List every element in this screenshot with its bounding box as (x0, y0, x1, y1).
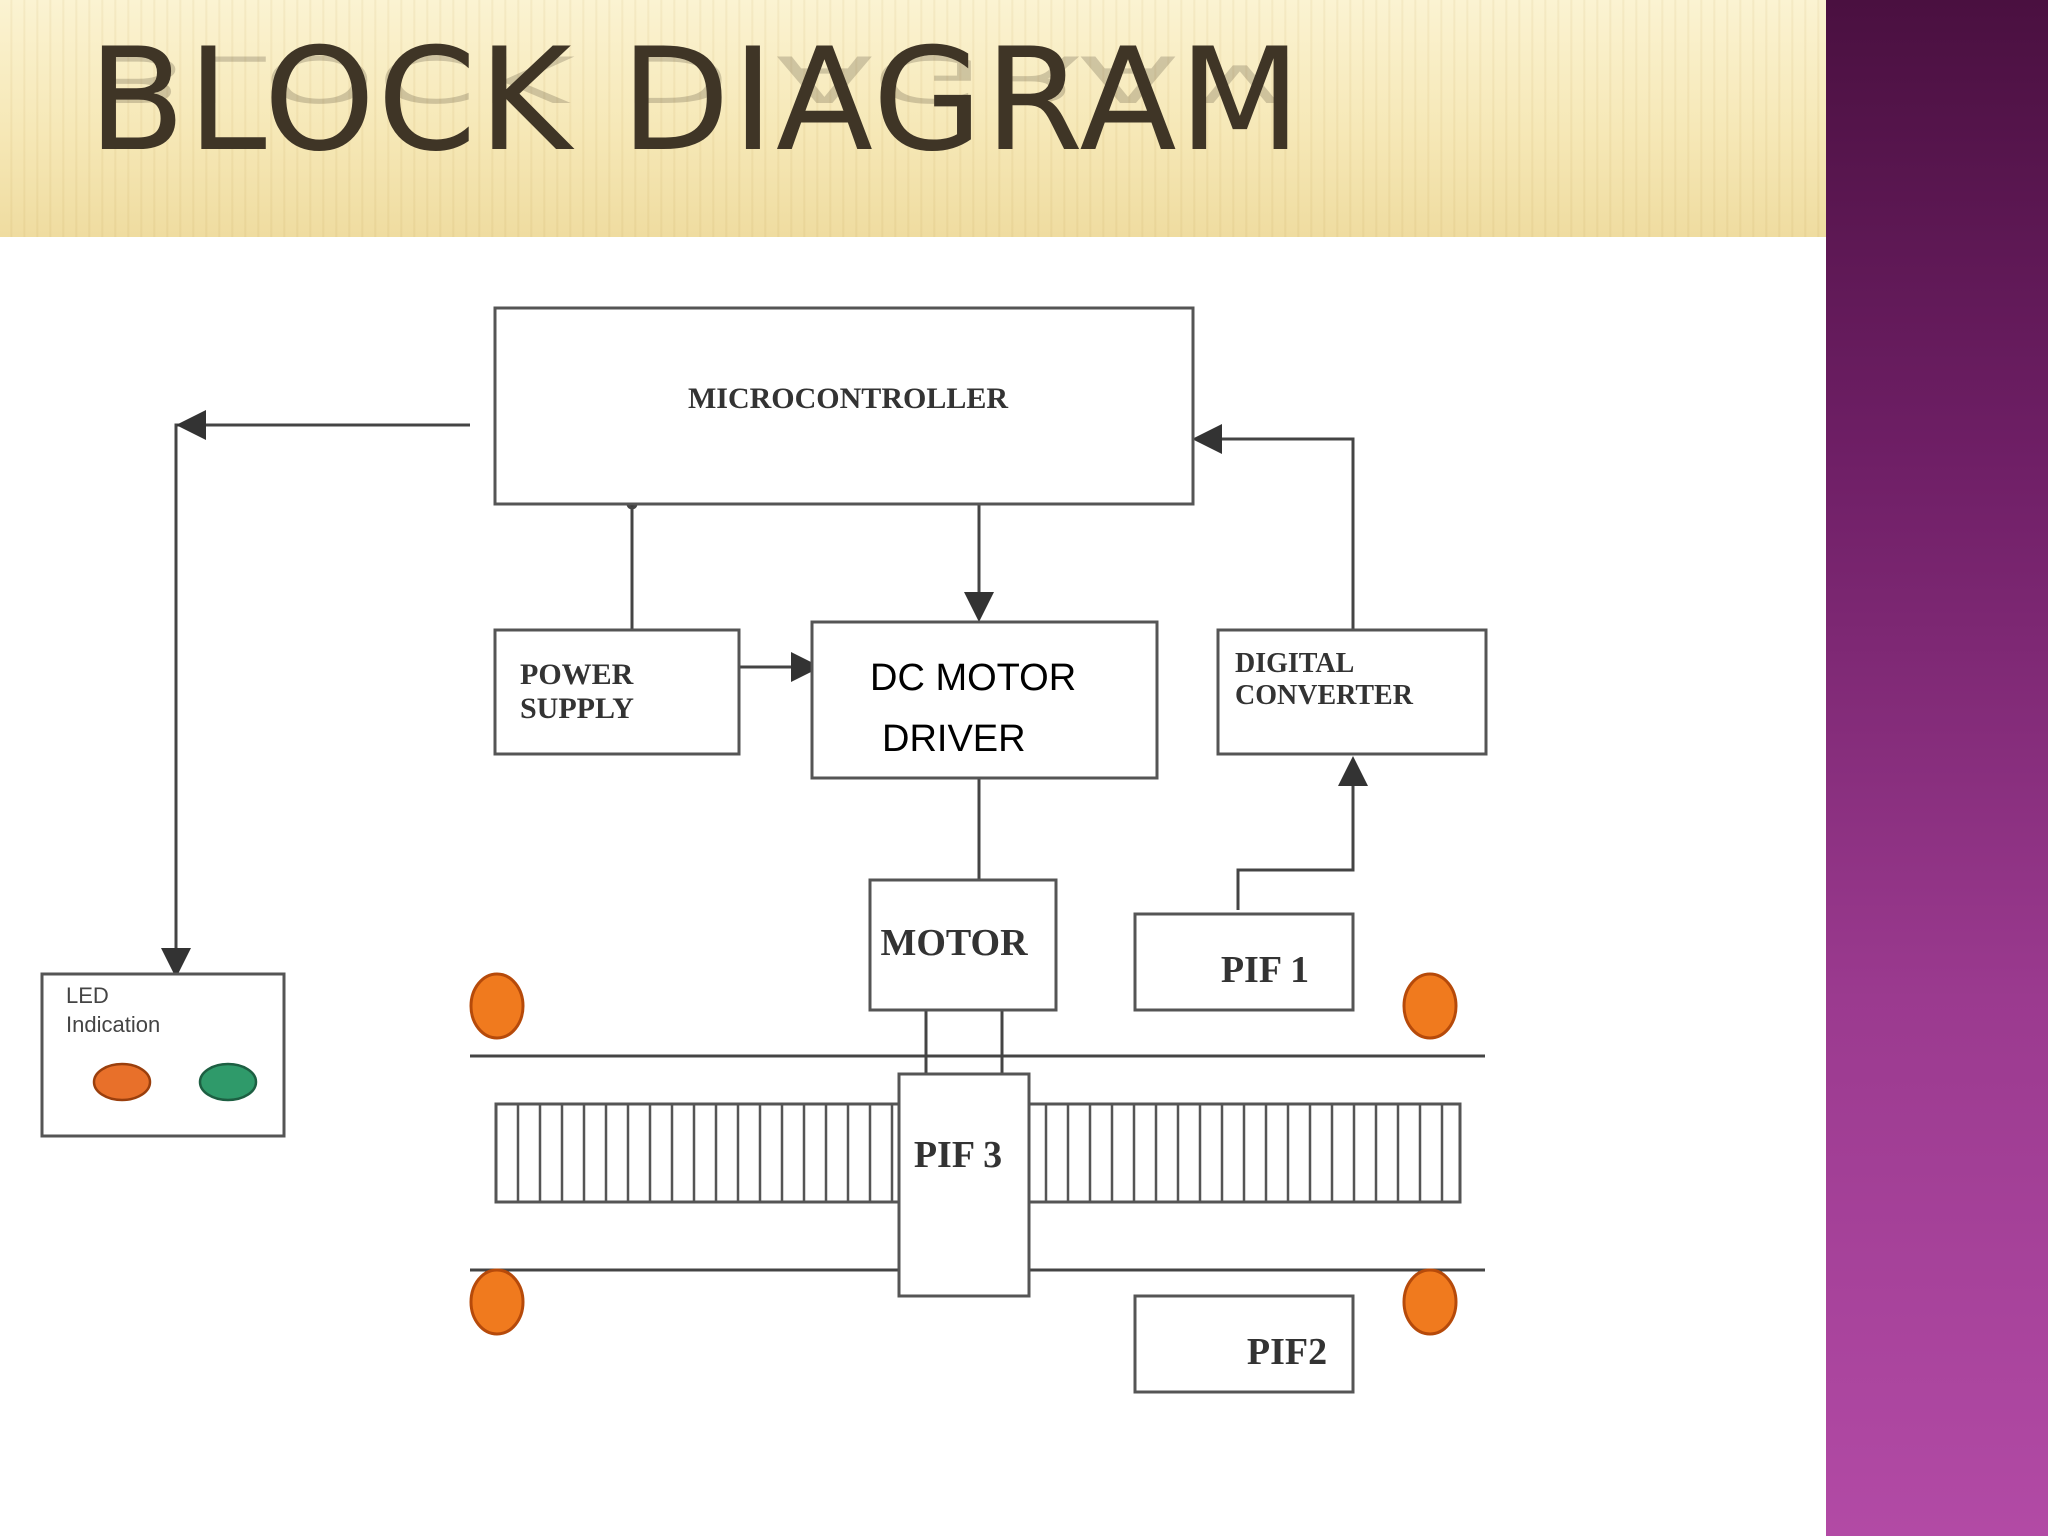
dc-motor-driver-box (810, 620, 1159, 780)
mcu-to-led-line (161, 423, 470, 978)
roller-top-right (1402, 972, 1458, 1040)
roller-bottom-right (1402, 1268, 1458, 1336)
conveyor-rollers (469, 972, 1458, 1336)
led-indication-label-1: LED (66, 983, 109, 1008)
digital-converter-label-2: CONVERTER (1235, 680, 1414, 711)
dc-motor-driver-label-2: DRIVER (882, 718, 1026, 760)
power-supply-box (493, 628, 741, 756)
roller-bottom-left (469, 1268, 525, 1336)
pif3-label: PIF 3 (914, 1134, 1002, 1176)
motor-box (868, 878, 1058, 1012)
led-indication-label-2: Indication (66, 1012, 160, 1037)
digital-converter-box (1216, 628, 1488, 756)
microcontroller-box (493, 306, 1195, 506)
led-orange (92, 1062, 152, 1102)
power-supply-label-2: SUPPLY (520, 692, 634, 725)
roller-top-left (469, 972, 525, 1040)
microcontroller-label: MICROCONTROLLER (688, 382, 1008, 415)
pif1-to-converter-line (1236, 756, 1368, 910)
pif2-label: PIF2 (1247, 1331, 1327, 1373)
pif1-box (1133, 912, 1355, 1012)
motor-label: MOTOR (880, 922, 1028, 964)
pif3-box (897, 1072, 1031, 1298)
slide-title: BLOCK DIAGRAM (88, 18, 1304, 183)
converter-to-mcu-line (1192, 424, 1355, 630)
digital-converter-label-1: DIGITAL (1235, 648, 1354, 679)
dc-motor-driver-label-1: DC MOTOR (870, 657, 1076, 699)
title-band (0, 0, 1826, 237)
pif2-box (1133, 1294, 1355, 1394)
pif1-label: PIF 1 (1221, 949, 1309, 991)
led-indication-box (40, 972, 286, 1138)
led-green (198, 1062, 258, 1102)
side-decoration-band (1826, 0, 2048, 1536)
power-supply-label-1: POWER (520, 658, 634, 691)
